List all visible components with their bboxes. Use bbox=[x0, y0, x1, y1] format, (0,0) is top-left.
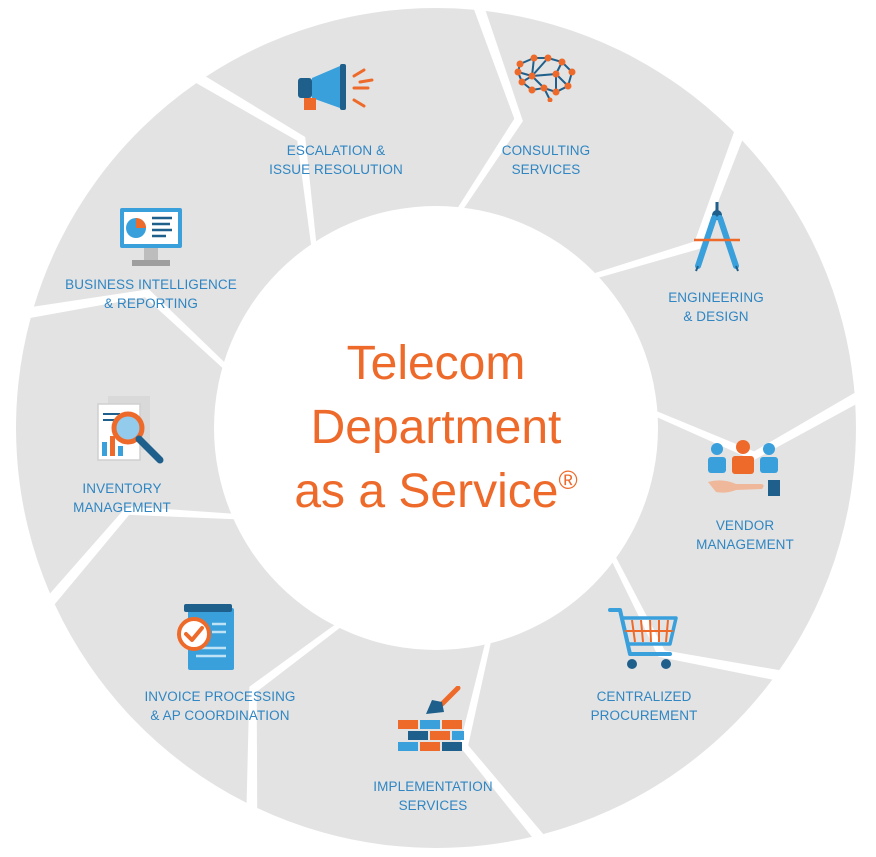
center-circle bbox=[214, 206, 658, 650]
segment-label-business-intelligence: BUSINESS INTELLIGENCE & REPORTING bbox=[51, 275, 251, 313]
label-line: & AP COORDINATION bbox=[150, 708, 290, 723]
label-line: & DESIGN bbox=[683, 309, 749, 324]
segment-label-escalation: ESCALATION & ISSUE RESOLUTION bbox=[236, 141, 436, 179]
segment-label-vendor: VENDOR MANAGEMENT bbox=[645, 516, 845, 554]
label-line: VENDOR bbox=[715, 518, 775, 533]
label-line: CONSULTING bbox=[501, 143, 591, 158]
title-line-3-text: as a Service bbox=[294, 465, 559, 518]
title-line-2: Department bbox=[310, 401, 562, 454]
label-line: IMPLEMENTATION bbox=[373, 779, 493, 794]
label-line: INVOICE PROCESSING bbox=[144, 689, 296, 704]
label-line: CENTRALIZED bbox=[596, 689, 692, 704]
label-line: INVENTORY bbox=[82, 481, 162, 496]
label-line: SERVICES bbox=[398, 798, 468, 813]
label-line: MANAGEMENT bbox=[696, 537, 794, 552]
label-line: ENGINEERING bbox=[668, 290, 764, 305]
label-line: & REPORTING bbox=[104, 296, 198, 311]
wheel-segment bbox=[594, 140, 855, 452]
segment-label-invoice: INVOICE PROCESSING & AP COORDINATION bbox=[120, 687, 320, 725]
checked-document-icon bbox=[177, 604, 234, 670]
magnifier-report-icon bbox=[97, 396, 164, 464]
title-line-3: as a Service® bbox=[236, 460, 636, 524]
label-line: SERVICES bbox=[511, 162, 581, 177]
label-line: PROCUREMENT bbox=[590, 708, 698, 723]
monitor-dashboard-icon bbox=[120, 208, 182, 266]
megaphone-icon bbox=[298, 64, 374, 110]
segment-label-inventory: INVENTORY MANAGEMENT bbox=[22, 479, 222, 517]
label-line: MANAGEMENT bbox=[73, 500, 171, 515]
label-line: ISSUE RESOLUTION bbox=[269, 162, 403, 177]
segment-label-engineering: ENGINEERING & DESIGN bbox=[616, 288, 816, 326]
bricks-trowel-icon bbox=[398, 686, 464, 751]
title-line-1: Telecom bbox=[346, 337, 526, 390]
wheel-segment bbox=[468, 558, 773, 835]
registered-mark: ® bbox=[558, 465, 578, 495]
drafting-compass-icon bbox=[694, 202, 740, 272]
wheel-segment bbox=[614, 404, 856, 671]
wheel-segment bbox=[206, 7, 515, 246]
brain-network-icon bbox=[514, 54, 576, 102]
label-line: ESCALATION & bbox=[286, 143, 386, 158]
wheel-segment bbox=[256, 625, 532, 848]
vendor-people-hand-icon bbox=[708, 440, 780, 496]
center-title: Telecom Department as a Service® bbox=[236, 332, 636, 524]
segment-label-consulting: CONSULTING SERVICES bbox=[446, 141, 646, 179]
segment-label-implementation: IMPLEMENTATION SERVICES bbox=[333, 777, 533, 815]
shopping-cart-icon bbox=[608, 608, 678, 669]
segment-label-procurement: CENTRALIZED PROCUREMENT bbox=[544, 687, 744, 725]
label-line: BUSINESS INTELLIGENCE bbox=[65, 277, 237, 292]
